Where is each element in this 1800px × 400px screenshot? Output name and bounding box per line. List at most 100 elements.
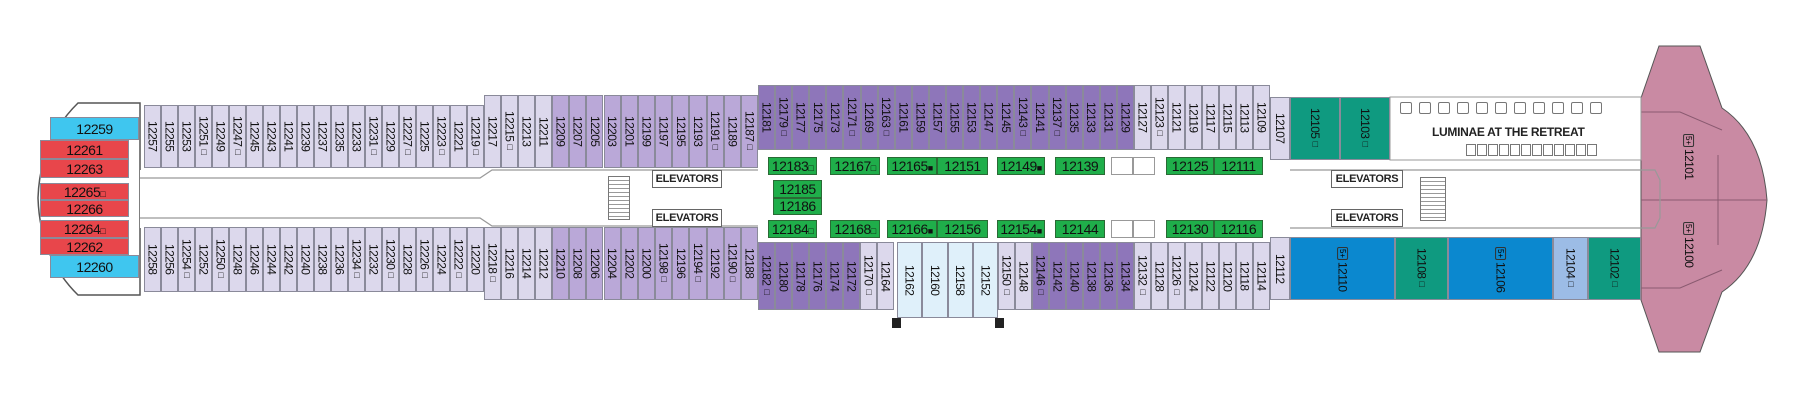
cabin-12126[interactable]: 12126 □ — [1168, 242, 1185, 310]
cabin-12105[interactable]: 12105 □ — [1290, 97, 1340, 160]
cabin-12124[interactable]: 12124 — [1185, 242, 1202, 310]
cabin-12265[interactable]: 12265 □ — [40, 183, 129, 200]
cabin-12173[interactable]: 12173 — [826, 85, 844, 150]
cabin-12254[interactable]: 12254 □ — [178, 227, 195, 292]
cabin-12123[interactable]: 12123 □ — [1151, 85, 1168, 150]
cabin-12189[interactable]: 12189 — [723, 95, 741, 168]
cabin-12133[interactable]: 12133 — [1082, 85, 1100, 150]
cabin-12213[interactable]: 12213 — [518, 95, 535, 168]
cabin-12206[interactable]: 12206 — [586, 227, 604, 300]
cabin-12127[interactable]: 12127 — [1134, 85, 1151, 150]
cabin-12263[interactable]: 12263 — [40, 159, 129, 178]
cabin-12250[interactable]: 12250 □ — [212, 227, 229, 292]
cabin-12233[interactable]: 12233 — [348, 105, 365, 168]
cabin-12121[interactable]: 12121 — [1168, 85, 1185, 150]
cabin-12103[interactable]: 12103 □ — [1340, 97, 1390, 160]
cabin-12199[interactable]: 12199 — [637, 95, 655, 168]
cabin-12160[interactable]: 12160 — [922, 242, 948, 318]
cabin-12247[interactable]: 12247 □ — [229, 105, 246, 168]
cabin-12165[interactable]: 12165 ■ — [887, 157, 937, 175]
cabin-12227[interactable]: 12227 □ — [399, 105, 416, 168]
cabin-12169[interactable]: 12169 — [860, 85, 878, 150]
cabin-12243[interactable]: 12243 — [263, 105, 280, 168]
cabin-12177[interactable]: 12177 — [792, 85, 810, 150]
cabin-12151[interactable]: 12151 — [937, 157, 988, 175]
cabin-12122[interactable]: 12122 — [1202, 242, 1219, 310]
cabin-12130[interactable]: 12130 — [1166, 220, 1214, 238]
cabin-12205[interactable]: 12205 — [586, 95, 604, 168]
cabin-12120[interactable]: 12120 — [1219, 242, 1236, 310]
cabin-12161[interactable]: 12161 — [894, 85, 912, 150]
cabin-12231[interactable]: 12231 □ — [365, 105, 382, 168]
cabin-12197[interactable]: 12197 — [655, 95, 673, 168]
cabin-12115[interactable]: 12115 — [1219, 85, 1236, 150]
cabin-12185[interactable]: 12185 — [773, 180, 822, 198]
cabin-12209[interactable]: 12209 — [552, 95, 570, 168]
cabin-12132[interactable]: 12132 □ — [1134, 242, 1151, 310]
cabin-12255[interactable]: 12255 — [161, 105, 178, 168]
cabin-12172[interactable]: 12172 — [843, 242, 860, 310]
cabin-12196[interactable]: 12196 — [672, 227, 690, 300]
cabin-12129[interactable]: 12129 — [1116, 85, 1134, 150]
cabin-12195[interactable]: 12195 — [672, 95, 690, 168]
cabin-12225[interactable]: 12225 — [416, 105, 433, 168]
cabin-12186[interactable]: 12186 — [773, 197, 822, 215]
cabin-12181[interactable]: 12181 — [758, 85, 776, 150]
cabin-12117[interactable]: 12117 — [1202, 85, 1219, 150]
cabin-12207[interactable]: 12207 — [569, 95, 587, 168]
cabin-12218[interactable]: 12218 □ — [484, 227, 501, 300]
cabin-12182[interactable]: 12182 □ — [758, 242, 775, 310]
cabin-12135[interactable]: 12135 — [1065, 85, 1083, 150]
cabin-12226[interactable]: 12226 □ — [416, 227, 433, 292]
cabin-12156[interactable]: 12156 — [937, 220, 988, 238]
cabin-12228[interactable]: 12228 — [399, 227, 416, 292]
cabin-12211[interactable]: 12211 — [535, 95, 552, 168]
cabin-12125[interactable]: 12125 — [1166, 157, 1214, 175]
cabin-12144[interactable]: 12144 — [1055, 220, 1105, 238]
elevators-fwd-bottom[interactable]: ELEVATORS — [1331, 209, 1403, 227]
cabin-12148[interactable]: 12148 — [1015, 242, 1032, 310]
cabin-12258[interactable]: 12258 — [144, 227, 161, 292]
cabin-12249[interactable]: 12249 — [212, 105, 229, 168]
cabin-12152[interactable]: 12152 — [972, 242, 998, 318]
cabin-12188[interactable]: 12188 — [740, 227, 759, 300]
elevators-fwd-top[interactable]: ELEVATORS — [1331, 170, 1403, 188]
cabin-12167[interactable]: 12167 □ — [830, 157, 880, 175]
cabin-12164[interactable]: 12164 — [877, 242, 894, 310]
cabin-12100[interactable]: 5+12100 — [1660, 200, 1718, 288]
cabin-12157[interactable]: 12157 — [928, 85, 946, 150]
cabin-12150[interactable]: 12150 □ — [998, 242, 1015, 310]
cabin-12238[interactable]: 12238 — [314, 227, 331, 292]
cabin-12192[interactable]: 12192 — [706, 227, 724, 300]
cabin-12180[interactable]: 12180 — [775, 242, 792, 310]
cabin-12256[interactable]: 12256 — [161, 227, 178, 292]
cabin-12235[interactable]: 12235 — [331, 105, 348, 168]
cabin-12222[interactable]: 12222 □ — [450, 227, 467, 292]
cabin-12221[interactable]: 12221 — [450, 105, 467, 168]
cabin-12216[interactable]: 12216 — [501, 227, 518, 300]
cabin-12252[interactable]: 12252 — [195, 227, 212, 292]
cabin-12159[interactable]: 12159 — [911, 85, 929, 150]
cabin-12212[interactable]: 12212 — [535, 227, 552, 300]
cabin-12224[interactable]: 12224 — [433, 227, 450, 292]
cabin-12198[interactable]: 12198 □ — [655, 227, 673, 300]
elevators-aft-bottom[interactable]: ELEVATORS — [652, 209, 722, 227]
cabin-12138[interactable]: 12138 — [1083, 242, 1100, 310]
cabin-12141[interactable]: 12141 — [1031, 85, 1049, 150]
cabin-12234[interactable]: 12234 □ — [348, 227, 365, 292]
cabin-12219[interactable]: 12219 □ — [467, 105, 484, 168]
cabin-12264[interactable]: 12264 □ — [40, 220, 129, 238]
cabin-12155[interactable]: 12155 — [945, 85, 964, 150]
cabin-12113[interactable]: 12113 — [1236, 85, 1253, 150]
cabin-12204[interactable]: 12204 — [603, 227, 621, 300]
cabin-12136[interactable]: 12136 — [1100, 242, 1117, 310]
cabin-12259[interactable]: 12259 — [50, 117, 139, 140]
cabin-12229[interactable]: 12229 — [382, 105, 399, 168]
cabin-12107[interactable]: 12107 — [1270, 97, 1290, 160]
cabin-12176[interactable]: 12176 — [809, 242, 826, 310]
cabin-12171[interactable]: 12171 □ — [843, 85, 861, 150]
cabin-12202[interactable]: 12202 — [620, 227, 638, 300]
cabin-12203[interactable]: 12203 — [603, 95, 621, 168]
elevators-aft-top[interactable]: ELEVATORS — [652, 170, 722, 188]
cabin-12184[interactable]: 12184 □ — [768, 220, 817, 238]
